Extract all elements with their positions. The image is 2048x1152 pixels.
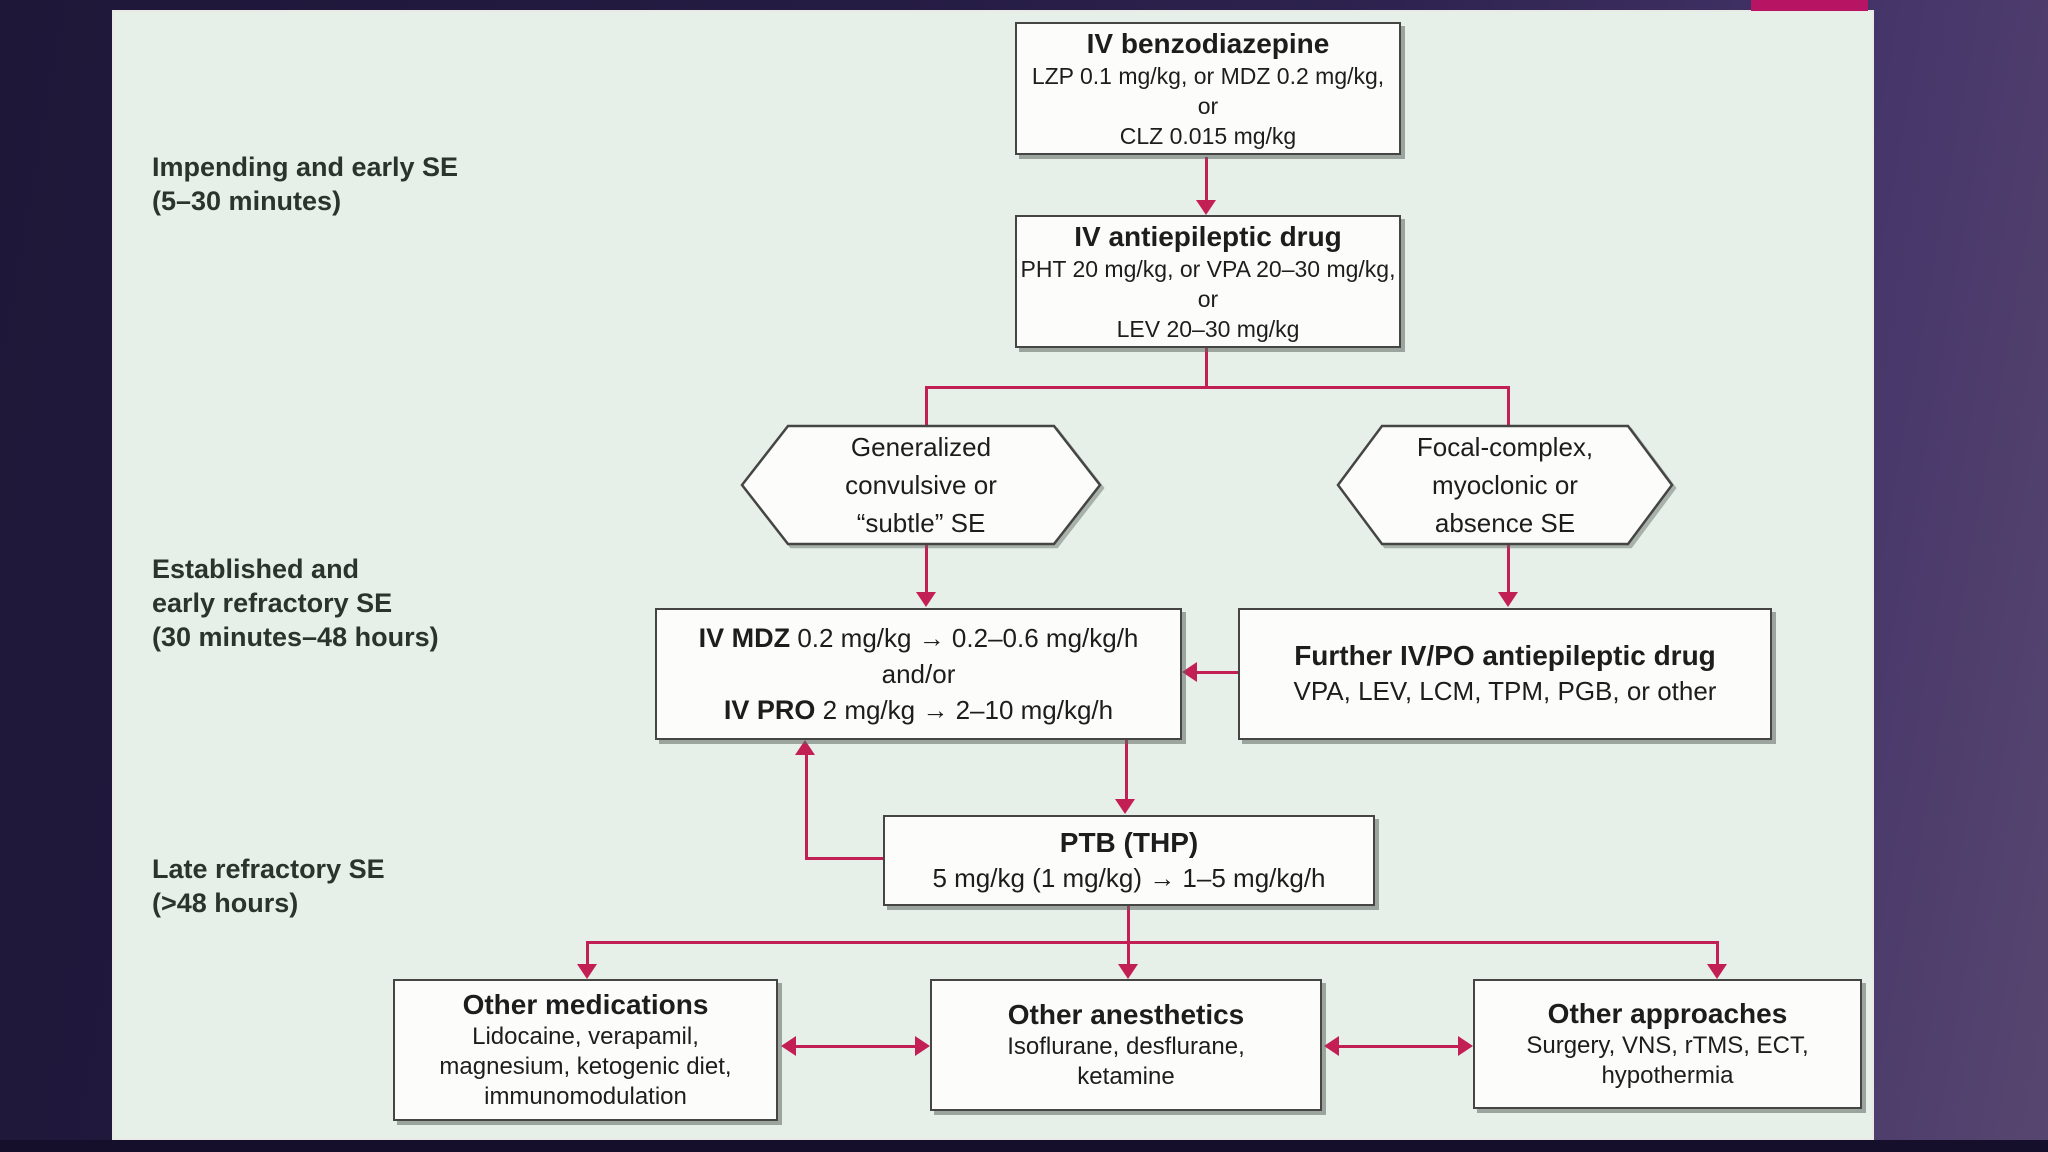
hexagon-line: myoclonic or bbox=[1432, 470, 1578, 500]
arrowhead-down-icon bbox=[916, 592, 936, 607]
hexagon-line: convulsive or bbox=[845, 470, 997, 500]
arrow-benzo-to-aed-line bbox=[1205, 157, 1208, 201]
box-line: IV MDZ 0.2 mg/kg → 0.2–0.6 mg/kg/h bbox=[699, 620, 1139, 656]
drug-name-bold: IV PRO bbox=[723, 695, 816, 725]
box-line: ketamine bbox=[1077, 1063, 1175, 1090]
box-further-antiepileptic: Further IV/PO antiepileptic drug VPA, LE… bbox=[1238, 608, 1772, 740]
hexagon-generalized-se: Generalized convulsive or “subtle” SE bbox=[740, 424, 1102, 546]
drug-name-bold: IV MDZ bbox=[698, 623, 791, 653]
hexagon-label: Focal-complex, myoclonic or absence SE bbox=[1336, 424, 1674, 546]
hexagon-focal-se: Focal-complex, myoclonic or absence SE bbox=[1336, 424, 1674, 546]
box-line: LZP 0.1 mg/kg, or MDZ 0.2 mg/kg, bbox=[1031, 62, 1385, 89]
box-title: IV benzodiazepine bbox=[1086, 27, 1330, 59]
box-line: Lidocaine, verapamil, bbox=[472, 1023, 699, 1050]
bottom-strip bbox=[0, 1140, 2048, 1152]
box-title: Further IV/PO antiepileptic drug bbox=[1294, 640, 1716, 671]
stage-label-impending: Impending and early SE (5–30 minutes) bbox=[152, 150, 458, 218]
drop-right-line bbox=[1716, 941, 1719, 966]
arrow-mdz-to-ptb-line bbox=[1125, 740, 1128, 801]
box-title: Other approaches bbox=[1547, 998, 1788, 1029]
stage-label-line: (30 minutes–48 hours) bbox=[152, 622, 439, 652]
hexagon-shape bbox=[740, 424, 1102, 546]
dose-text: 2 mg/kg → 2–10 mg/kg/h bbox=[815, 695, 1114, 725]
box-other-medications: Other medications Lidocaine, verapamil, … bbox=[393, 979, 778, 1121]
stage-label-line: (>48 hours) bbox=[152, 888, 299, 918]
box-line: immunomodulation bbox=[484, 1083, 687, 1110]
arrowhead-left-icon bbox=[1324, 1036, 1339, 1056]
stage-label-late: Late refractory SE (>48 hours) bbox=[152, 852, 385, 920]
branch-stem-line bbox=[1205, 348, 1208, 386]
double-arrow-meds-anesthetics bbox=[781, 1036, 930, 1056]
box-line: CLZ 0.015 mg/kg bbox=[1119, 122, 1297, 149]
box-other-approaches: Other approaches Surgery, VNS, rTMS, ECT… bbox=[1473, 979, 1862, 1109]
feedback-vertical-line bbox=[805, 754, 808, 860]
box-line: magnesium, ketogenic diet, bbox=[439, 1053, 732, 1080]
stage-label-line: early refractory SE bbox=[152, 588, 393, 618]
arrowhead-down-icon bbox=[1707, 964, 1727, 979]
feedback-horizontal-line bbox=[805, 857, 883, 860]
box-line: 5 mg/kg (1 mg/kg) → 1–5 mg/kg/h bbox=[932, 862, 1326, 893]
arrowhead-right-icon bbox=[1458, 1036, 1473, 1056]
stage-label-established: Established and early refractory SE (30 … bbox=[152, 552, 439, 654]
arrowhead-down-icon bbox=[1498, 592, 1518, 607]
arrowhead-down-icon bbox=[577, 964, 597, 979]
box-line: or bbox=[1197, 92, 1219, 119]
arrowhead-down-icon bbox=[1115, 799, 1135, 814]
box-line: and/or bbox=[881, 659, 956, 689]
drop-middle-line bbox=[1127, 941, 1130, 966]
stage-label-line: Late refractory SE bbox=[152, 854, 385, 884]
box-other-anesthetics: Other anesthetics Isoflurane, desflurane… bbox=[930, 979, 1322, 1111]
distributor-stem-line bbox=[1127, 906, 1130, 943]
arrowhead-left-icon bbox=[781, 1036, 796, 1056]
distributor-horizontal-line bbox=[586, 941, 1719, 944]
hexagon-line: Generalized bbox=[850, 432, 992, 462]
stage-label-line: Established and bbox=[152, 554, 360, 584]
stage-label-line: (5–30 minutes) bbox=[152, 186, 342, 216]
arrowhead-up-icon bbox=[795, 740, 815, 755]
double-arrow-line bbox=[1336, 1044, 1461, 1048]
box-title: PTB (THP) bbox=[1059, 826, 1199, 858]
stage-label-line: Impending and early SE bbox=[152, 152, 459, 182]
box-line: IV PRO 2 mg/kg → 2–10 mg/kg/h bbox=[724, 692, 1113, 728]
arrowhead-down-icon bbox=[1118, 964, 1138, 979]
hexagon-shape bbox=[1336, 424, 1674, 546]
box-title: Other anesthetics bbox=[1007, 999, 1245, 1030]
box-iv-benzodiazepine: IV benzodiazepine LZP 0.1 mg/kg, or MDZ … bbox=[1015, 22, 1401, 155]
hexagon-line: Focal-complex, bbox=[1416, 432, 1594, 462]
arrowhead-right-icon bbox=[915, 1036, 930, 1056]
box-line: LEV 20–30 mg/kg bbox=[1116, 315, 1300, 342]
box-iv-mdz-pro: IV MDZ 0.2 mg/kg → 0.2–0.6 mg/kg/h and/o… bbox=[655, 608, 1182, 740]
box-line: or bbox=[1197, 285, 1219, 312]
box-line: VPA, LEV, LCM, TPM, PGB, or other bbox=[1293, 676, 1717, 706]
double-arrow-line bbox=[793, 1044, 918, 1048]
box-line: hypothermia bbox=[1601, 1062, 1734, 1089]
hexagon-label: Generalized convulsive or “subtle” SE bbox=[740, 424, 1102, 546]
drop-left-line bbox=[586, 941, 589, 966]
branch-horizontal-line bbox=[925, 386, 1509, 389]
hexagon-line: “subtle” SE bbox=[856, 508, 986, 538]
flowchart-panel bbox=[112, 10, 1874, 1140]
arrowhead-left-icon bbox=[1182, 662, 1197, 682]
double-arrow-anesthetics-approaches bbox=[1324, 1036, 1473, 1056]
box-line: Isoflurane, desflurane, bbox=[1007, 1033, 1245, 1060]
box-title: IV antiepileptic drug bbox=[1074, 220, 1342, 252]
box-line: PHT 20 mg/kg, or VPA 20–30 mg/kg, bbox=[1020, 255, 1396, 282]
box-ptb-thp: PTB (THP) 5 mg/kg (1 mg/kg) → 1–5 mg/kg/… bbox=[883, 815, 1375, 906]
box-iv-antiepileptic-drug: IV antiepileptic drug PHT 20 mg/kg, or V… bbox=[1015, 215, 1401, 348]
arrow-further-to-mdz-line bbox=[1197, 671, 1238, 674]
box-title: Other medications bbox=[462, 989, 709, 1020]
hexagon-line: absence SE bbox=[1434, 508, 1576, 538]
arrowhead-down-icon bbox=[1196, 200, 1216, 215]
box-line: Surgery, VNS, rTMS, ECT, bbox=[1526, 1032, 1809, 1059]
pink-accent-block bbox=[1751, 0, 1868, 11]
dose-text: 0.2 mg/kg → 0.2–0.6 mg/kg/h bbox=[790, 623, 1139, 653]
